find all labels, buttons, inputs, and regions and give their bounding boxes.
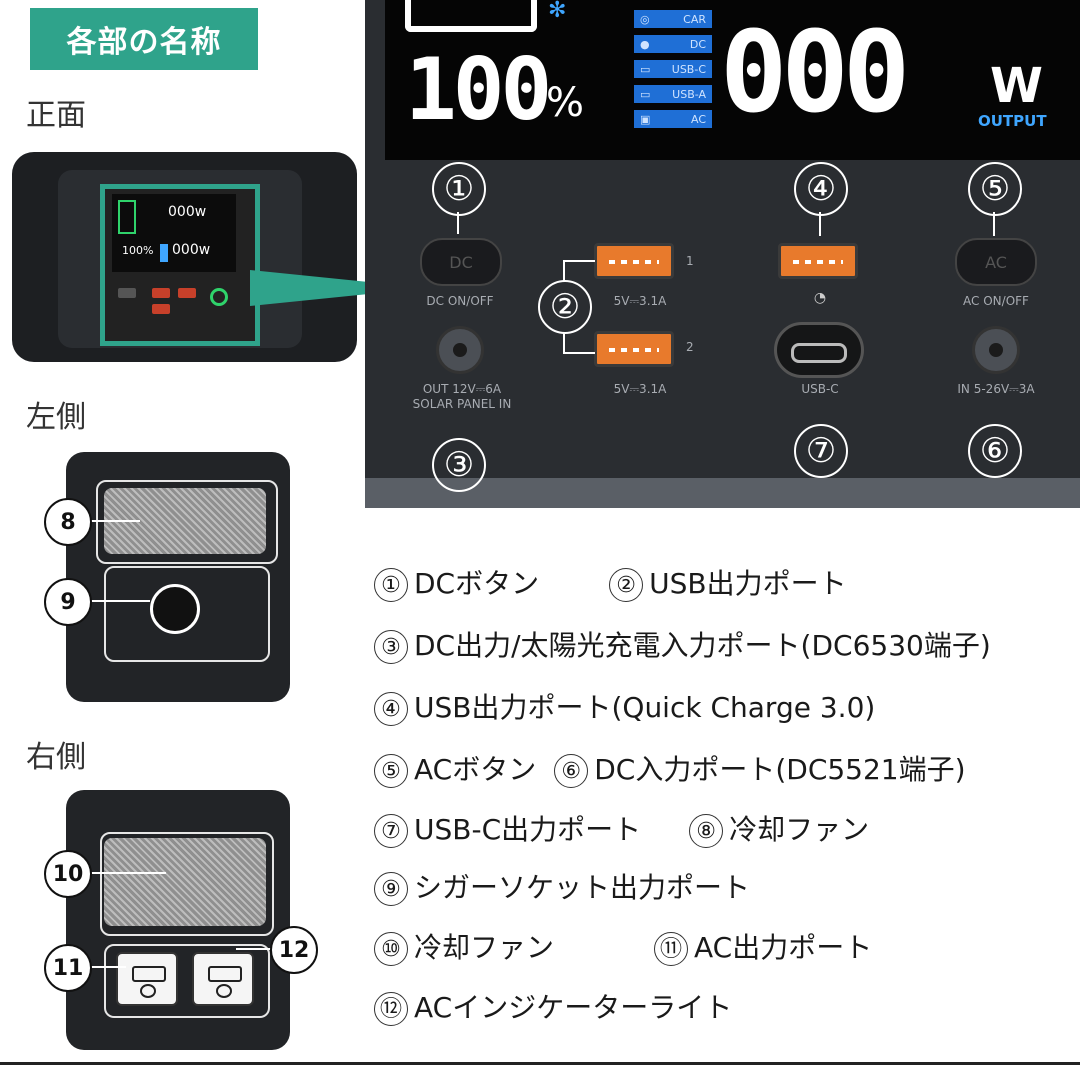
mini-lcd-percent: 100% xyxy=(122,244,154,257)
usb-a-port-2 xyxy=(594,331,674,367)
callout-5: ⑤ xyxy=(968,162,1022,216)
callout-9: 9 xyxy=(44,578,92,626)
fan-icon: ✻ xyxy=(548,0,567,23)
section-title: 各部の名称 xyxy=(30,8,258,70)
right-view-label: 右側 xyxy=(26,740,86,775)
bottom-rule xyxy=(0,1062,1080,1065)
callout-10: 10 xyxy=(44,850,92,898)
battery-icon xyxy=(405,0,537,32)
left-fan-outline xyxy=(96,480,278,564)
callout-7: ⑦ xyxy=(794,424,848,478)
cigar-socket xyxy=(150,584,200,634)
output-label: OUTPUT xyxy=(978,112,1047,130)
mini-lcd-bottom: 000w xyxy=(172,242,211,258)
dc-onoff-caption: DC ON/OFF xyxy=(426,294,494,308)
front-view-label: 正面 xyxy=(26,98,86,133)
right-fan-grille xyxy=(104,838,266,926)
dc-out-jack xyxy=(436,326,484,374)
callout-4-leader xyxy=(819,212,821,236)
callout-12-leader xyxy=(236,948,276,950)
indicator-usb-a: ▭USB-A xyxy=(634,85,712,103)
right-ac-outline xyxy=(104,944,270,1018)
panel-base xyxy=(365,478,1080,508)
callout-3: ③ xyxy=(432,438,486,492)
callout-1-leader xyxy=(457,212,459,234)
mini-ports xyxy=(118,282,228,320)
usb-c-port xyxy=(774,322,864,378)
indicator-car: ◎CAR xyxy=(634,10,712,28)
usb-a-port-1 xyxy=(594,243,674,279)
ac-outlet-1 xyxy=(116,952,178,1006)
left-view-label: 左側 xyxy=(26,400,86,435)
callout-1: ① xyxy=(432,162,486,216)
usb-a-port-2-spec: 5V⎓3.1A xyxy=(613,382,667,396)
dc-in-jack xyxy=(972,326,1020,374)
callout-6: ⑥ xyxy=(968,424,1022,478)
callout-8: 8 xyxy=(44,498,92,546)
ac-outlet-2 xyxy=(192,952,254,1006)
callout-5-leader xyxy=(993,212,995,236)
watt-unit: W xyxy=(990,58,1043,114)
usb-c-caption: USB-C xyxy=(801,382,839,396)
callout-11-leader xyxy=(86,966,126,968)
mini-lcd: 000w 100% 000w xyxy=(112,194,236,272)
quick-charge-icon: ◔ xyxy=(813,290,827,306)
right-fan-outline xyxy=(100,832,274,936)
battery-percent: 100 xyxy=(405,40,552,140)
indicator-dc: ●DC xyxy=(634,35,712,53)
indicator-usb-c: ▭USB-C xyxy=(634,60,712,78)
percent-sign: % xyxy=(546,80,585,126)
callout-2: ② xyxy=(538,280,592,334)
output-watts: 000 xyxy=(720,8,910,138)
callout-11: 11 xyxy=(44,944,92,992)
usb-a-port-1-index: 1 xyxy=(686,254,694,268)
callout-10-leader xyxy=(86,872,166,874)
callout-8-leader xyxy=(86,520,140,522)
ac-button[interactable]: AC xyxy=(955,238,1037,286)
usb-a-port-2-index: 2 xyxy=(686,340,694,354)
callout-4: ④ xyxy=(794,162,848,216)
usb-a-port-1-spec: 5V⎓3.1A xyxy=(613,294,667,308)
dc-button[interactable]: DC xyxy=(420,238,502,286)
mini-lcd-top: 000w xyxy=(168,204,207,220)
indicator-ac: ▣AC xyxy=(634,110,712,128)
dc-in-spec: IN 5-26V⎓3A xyxy=(957,382,1035,396)
callout-9-leader xyxy=(86,600,150,602)
ac-onoff-caption: AC ON/OFF xyxy=(963,294,1029,308)
usb-a-qc-port xyxy=(778,243,858,279)
callout-12: 12 xyxy=(270,926,318,974)
left-cigar-outline xyxy=(104,566,270,662)
